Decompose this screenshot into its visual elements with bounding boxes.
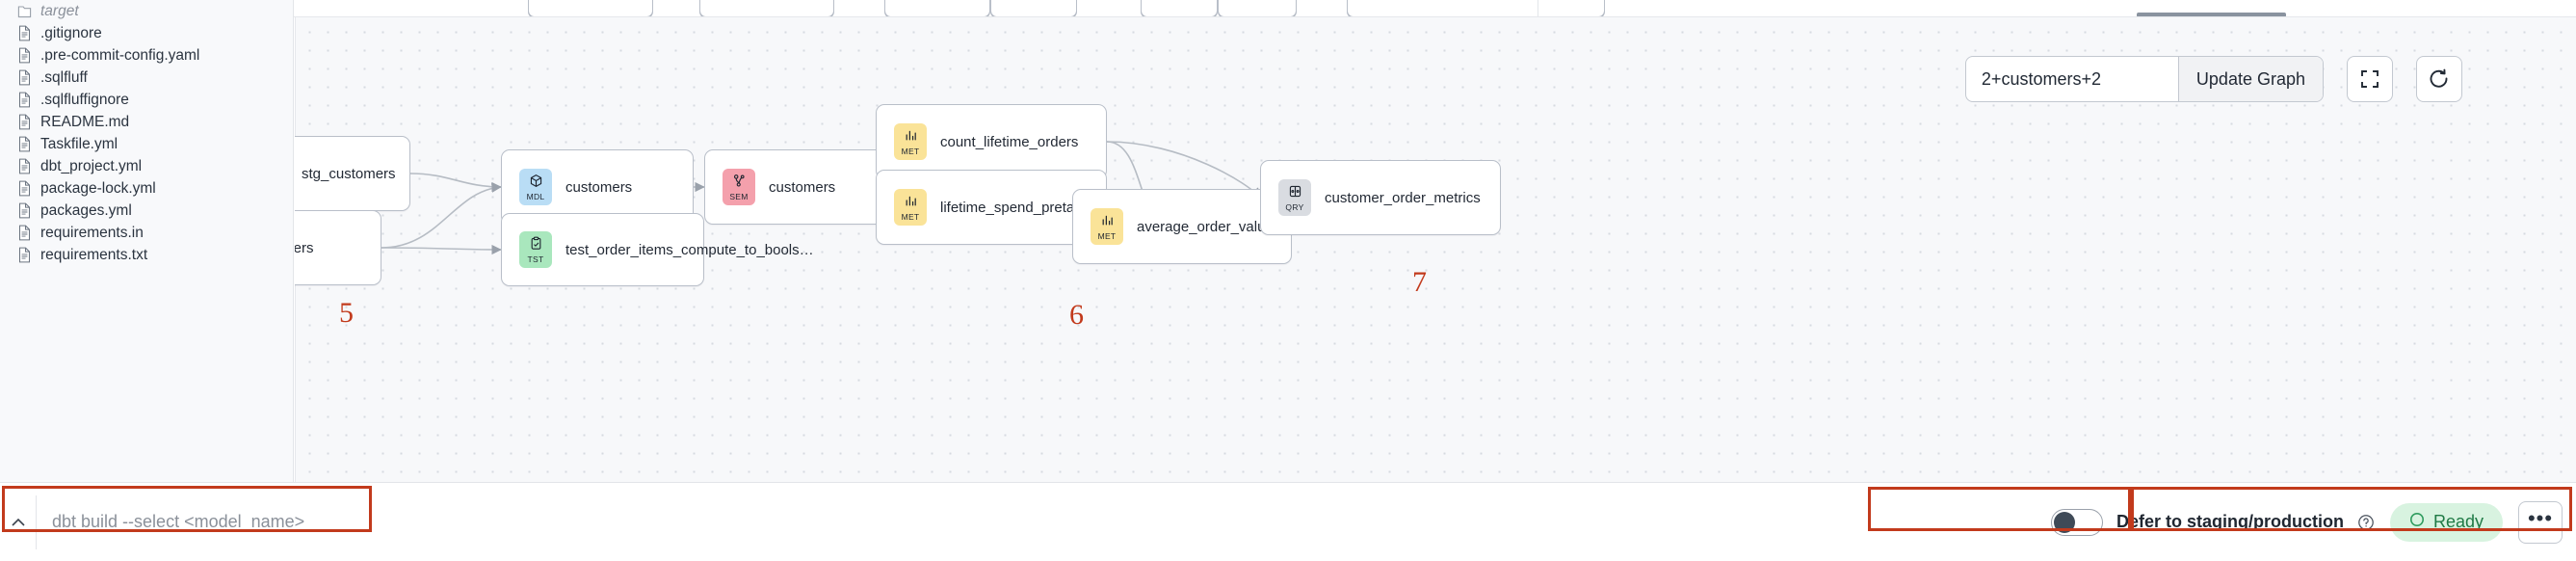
graph-node-label: customer_order_metrics [1325,189,1481,206]
graph-node-label: test_order_items_compute_to_bools… [565,241,814,258]
file-list-item[interactable]: .sqlfluffignore [0,89,293,111]
file-icon [17,25,32,41]
refresh-icon[interactable] [2416,56,2462,102]
graph-selector-input[interactable] [1965,57,2178,101]
file-explorer[interactable]: target .gitignore .pre-commit-config.yam… [0,0,294,482]
file-icon [17,158,32,174]
command-input[interactable] [37,494,316,549]
graph-node[interactable]: MDLstg_customers [295,136,410,211]
more-options-button[interactable]: ••• [2518,500,2563,544]
met-badge-icon: MET [894,123,927,160]
tab-ghost[interactable] [884,0,990,17]
graph-node[interactable]: MET lifetime_spend_pretax [876,170,1107,245]
file-name: Taskfile.yml [40,135,118,152]
met-badge-icon: MET [1091,208,1123,245]
file-name: .sqlfluffignore [40,91,129,108]
graph-node-label: lifetime_spend_pretax [940,199,1082,216]
file-list-item[interactable]: .gitignore [0,22,293,44]
sem-badge-icon: SEM [723,169,755,205]
graph-node-label: customers [565,178,633,196]
bottom-right-controls: Defer to staging/production Ready [2050,500,2563,544]
annotation-number: 7 [1412,266,1427,298]
file-list-item[interactable]: dbt_project.yml [0,155,293,177]
tab-ghost[interactable] [1141,0,1218,17]
file-icon [17,225,32,241]
tab-ghost[interactable] [528,0,653,17]
mdl-badge-icon: MDL [519,169,552,205]
graph-node-label: orders [295,239,314,256]
graph-node-label: average_order_value [1137,218,1274,235]
file-name: target [40,2,79,19]
help-circle-icon[interactable] [2357,514,2375,531]
file-list-item[interactable]: README.md [0,111,293,133]
file-list-item[interactable]: Taskfile.yml [0,133,293,155]
folder-icon [17,3,32,19]
graph-toolbar: Update Graph [1964,56,2462,102]
tab-ghost[interactable] [990,0,1077,17]
file-icon [17,92,32,108]
bottom-command-bar: Defer to staging/production Ready [0,482,2576,561]
file-list-item[interactable]: requirements.in [0,222,293,244]
file-list-item[interactable]: package-lock.yml [0,177,293,200]
status-label: Ready [2432,512,2484,531]
file-name: .pre-commit-config.yaml [40,46,200,64]
graph-node[interactable]: SEM customers [704,149,888,225]
defer-toggle-group: Defer to staging/production [2050,508,2375,536]
tab-strip-bottom-border [0,16,2576,17]
file-name: package-lock.yml [40,179,156,197]
file-icon [17,47,32,64]
graph-node[interactable]: TST test_order_items_compute_to_bools… [501,213,814,286]
file-name: .sqlfluff [40,68,88,86]
file-icon [17,202,32,219]
file-name: requirements.in [40,224,144,241]
editor-tab-strip [0,0,2576,17]
defer-toggle-switch[interactable] [2050,508,2103,536]
status-circle-icon [2409,512,2425,532]
file-name: packages.yml [40,201,132,219]
tst-badge-icon: TST [519,231,552,268]
status-badge: Ready [2389,502,2503,542]
graph-node[interactable]: MDL customers [501,149,694,225]
file-list-item[interactable]: .pre-commit-config.yaml [0,44,293,67]
graph-node-label: stg_customers [302,165,396,182]
active-tab-indicator [2137,13,2286,17]
file-icon [17,180,32,197]
qry-badge-icon: QRY [1278,179,1311,216]
annotation-number: 5 [339,297,354,329]
graph-selector-group: Update Graph [1964,56,2324,102]
command-input-area [0,494,316,549]
fullscreen-icon[interactable] [2347,56,2393,102]
update-graph-button[interactable]: Update Graph [2177,57,2323,101]
file-list-item[interactable]: packages.yml [0,200,293,222]
file-list-item[interactable]: requirements.txt [0,244,293,266]
file-name: README.md [40,113,130,130]
chevron-up-icon[interactable] [0,494,37,549]
graph-node[interactable]: MET count_lifetime_orders [876,104,1107,179]
file-name: .gitignore [40,24,102,41]
graph-node-label: count_lifetime_orders [940,133,1079,150]
file-icon [17,114,32,130]
file-list-item[interactable]: target [0,0,293,22]
tab-ghost[interactable] [1218,0,1297,17]
lineage-graph-canvas[interactable]: MDLstg_customersMDLorders MDL customersTST… [295,17,2576,482]
file-name: dbt_project.yml [40,157,143,174]
graph-node-label: customers [769,178,836,196]
graph-node[interactable]: QRY customer_order_metrics [1260,160,1501,235]
graph-node[interactable]: MET average_order_value [1072,189,1292,264]
graph-node[interactable]: MDLorders [295,210,381,285]
tab-ghost[interactable] [1347,0,1605,17]
file-icon [17,247,32,263]
tab-ghost[interactable] [699,0,834,17]
file-list: target .gitignore .pre-commit-config.yam… [0,0,293,266]
file-name: requirements.txt [40,246,148,263]
met-badge-icon: MET [894,189,927,226]
defer-label: Defer to staging/production [2116,512,2344,531]
toggle-knob [2053,511,2075,533]
annotation-number: 6 [1069,299,1084,331]
file-list-item[interactable]: .sqlfluff [0,67,293,89]
file-icon [17,69,32,86]
file-icon [17,136,32,152]
